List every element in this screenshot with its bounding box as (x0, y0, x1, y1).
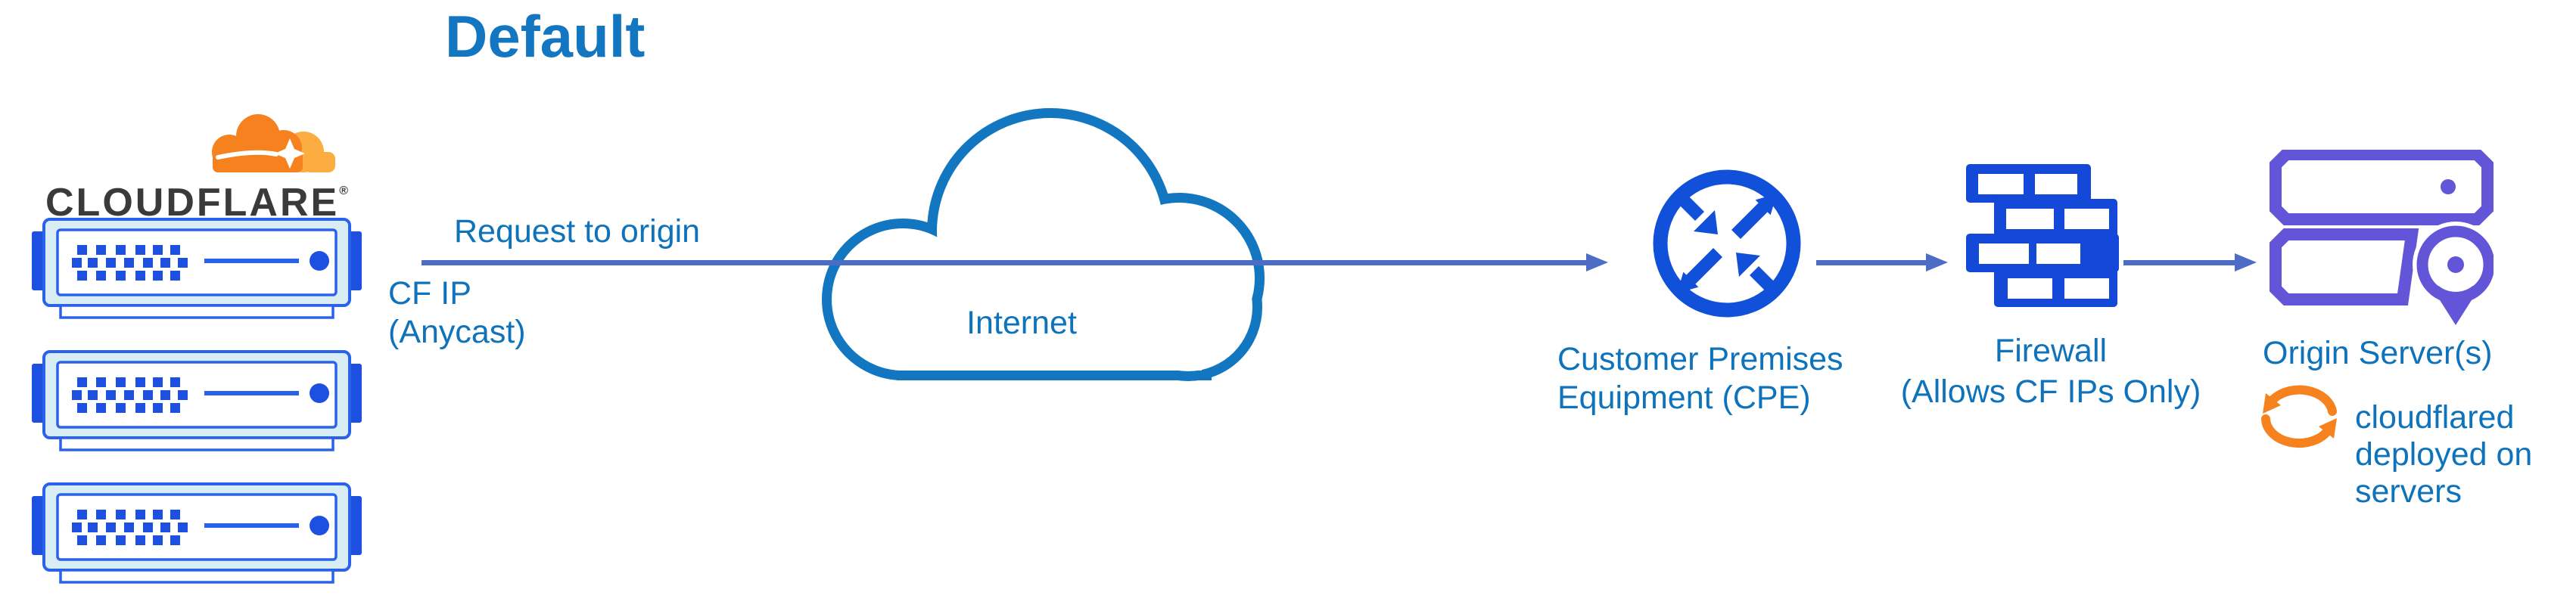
cf-ip-anycast-label: CF IP(Anycast) (388, 274, 526, 352)
internet-cloud-icon (822, 108, 1265, 381)
flow-line-firewall-to-origin (2123, 260, 2235, 265)
firewall-label-line1: Firewall (1994, 333, 2108, 369)
cpe-router-icon (1653, 169, 1801, 318)
page-title: Default (445, 3, 646, 70)
request-to-origin-label: Request to origin (454, 213, 701, 250)
flow-line-cloudflare-to-cpe (422, 260, 1587, 265)
firewall-label: Firewall (Allows CF IPs Only) (1873, 330, 2229, 412)
registered-mark: ® (339, 185, 348, 197)
arrowhead-to-origin-icon (2235, 253, 2257, 271)
cloudflare-logo-cloud-icon (212, 114, 335, 172)
cloudflare-wordmark-text: CLOUDFLARE (45, 181, 340, 225)
firewall-brick-icon (1966, 164, 2119, 307)
cloudflare-wordmark: CLOUDFLARE® (45, 183, 348, 222)
cpe-label-line1: Customer Premises (1557, 341, 1843, 377)
flow-line-cpe-to-firewall (1816, 260, 1927, 265)
anycast-line: (Anycast) (388, 314, 526, 350)
cf-ip-line: CF IP (388, 275, 471, 312)
cloudflared-note-label: cloudflared deployed on servers (2355, 399, 2533, 510)
cloudflare-server-icon (30, 482, 363, 585)
cpe-label-line2: Equipment (CPE) (1557, 380, 1811, 416)
internet-label: Internet (966, 305, 1077, 341)
origin-servers-icon (2270, 150, 2494, 325)
firewall-label-line2: (Allows CF IPs Only) (1900, 374, 2201, 410)
cloudflared-sync-icon (2261, 385, 2337, 448)
cloudflare-server-icon (30, 350, 363, 452)
arrowhead-to-cpe-icon (1586, 253, 1608, 271)
arrowhead-to-firewall-icon (1926, 253, 1948, 271)
origin-servers-label: Origin Server(s) (2263, 335, 2493, 371)
location-pin-icon (2413, 222, 2494, 325)
cloudflare-server-icon (30, 218, 363, 320)
